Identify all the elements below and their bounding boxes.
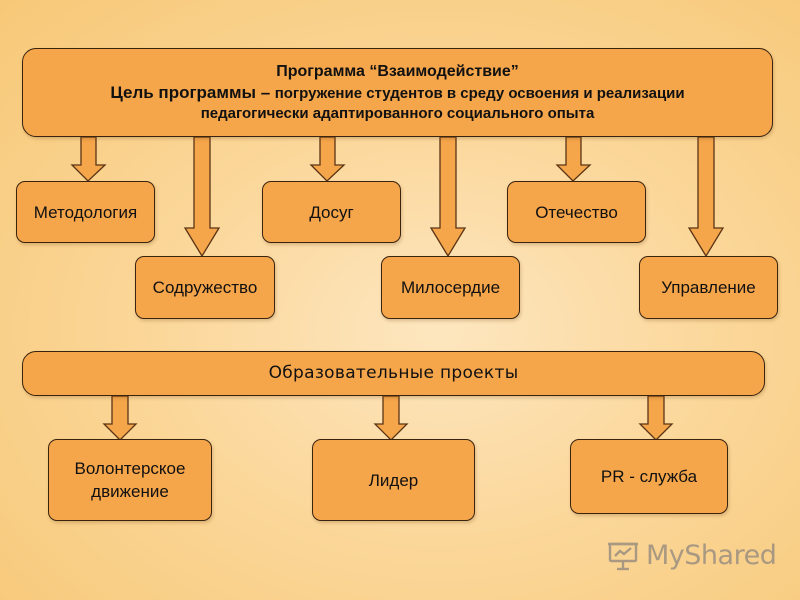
projects-title: Образовательные проекты [268,363,519,383]
program-title: Программа “Взаимодействие” [276,63,519,80]
arrow-to-pr [638,395,674,441]
direction-otechestvo: Отечество [507,181,646,243]
watermark-text: MyShared [646,539,777,571]
projects-box: Образовательные проекты [22,351,765,396]
program-goal-label: Цель программы – [110,83,271,102]
program-goal-text-2: педагогически адаптированного социальног… [200,105,595,122]
direction-sodruzhestvo: Содружество [135,256,275,319]
presentation-board-icon [608,542,638,571]
direction-miloserdie: Милосердие [381,256,520,319]
program-goal-text: погружение студентов в среду освоения и … [274,85,685,102]
program-goal: Цель программы – погружение студентов в … [110,82,684,104]
program-box: Программа “Взаимодействие” Цель программ… [22,48,773,137]
arrow-to-miloserdie [429,136,467,258]
arrow-to-volonter [102,395,138,441]
project-label: Лидер [368,470,419,490]
arrow-to-otechestvo [555,136,592,182]
arrow-to-upravlenie [687,136,725,258]
direction-label: Отечество [535,202,618,222]
direction-label: Управление [661,278,756,297]
watermark: MyShared [606,537,777,573]
direction-metodologiya: Методология [16,181,155,243]
direction-label: Досуг [309,202,354,222]
direction-dosug: Досуг [262,181,401,243]
project-pr: PR - служба [570,439,728,514]
arrow-to-metodologiya [70,136,107,182]
arrow-to-dosug [309,136,346,182]
arrow-to-sodruzhestvo [183,136,221,258]
project-lider: Лидер [312,439,475,521]
direction-label: Содружество [152,278,258,297]
project-label: PR - служба [600,467,698,486]
arrow-to-lider [373,395,409,441]
project-label: Волонтерское движение [74,459,186,501]
direction-label: Методология [33,202,138,222]
direction-label: Милосердие [400,278,501,297]
direction-upravlenie: Управление [639,256,778,319]
project-volonter: Волонтерское движение [48,439,212,521]
